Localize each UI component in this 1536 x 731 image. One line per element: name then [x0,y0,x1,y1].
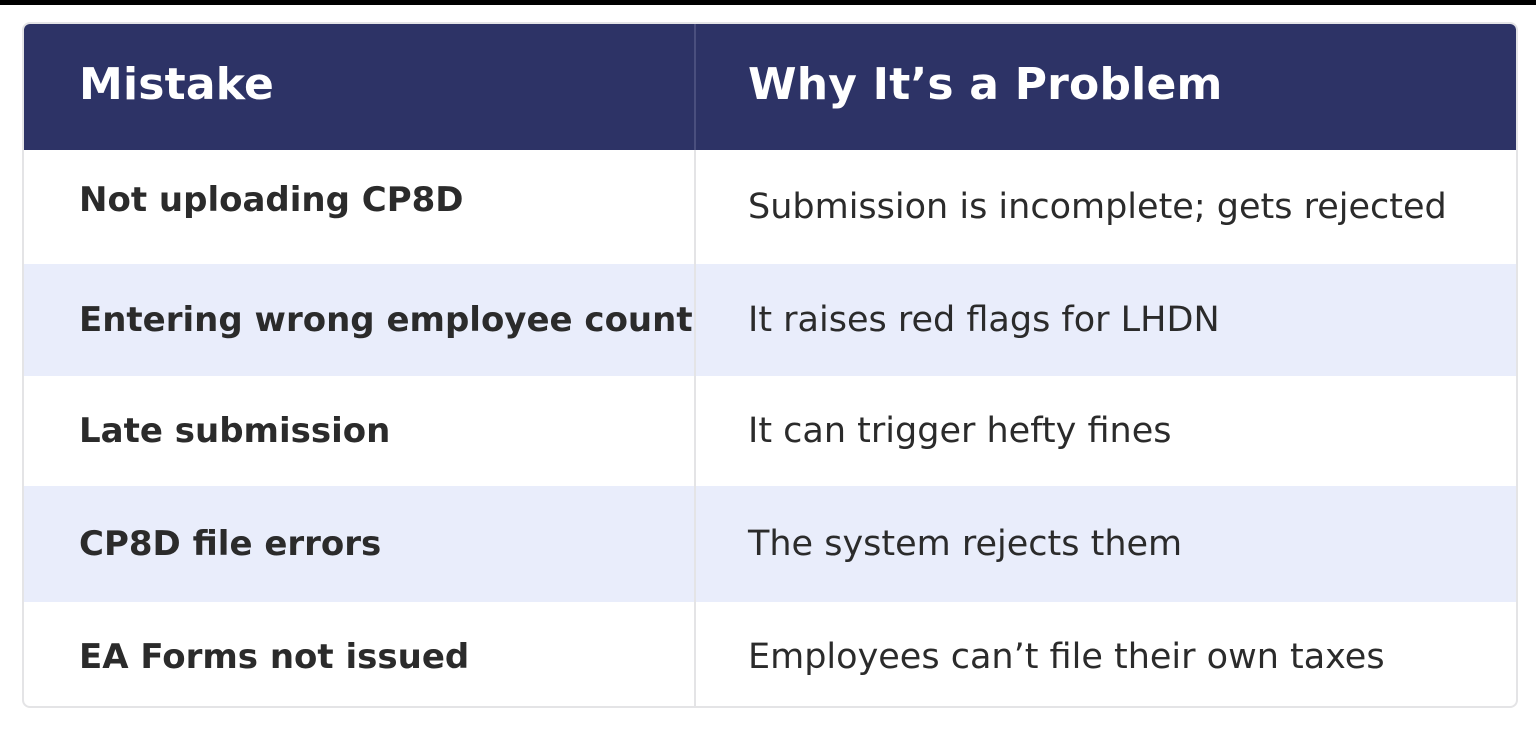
header-label-mistake: Mistake [79,58,275,110]
mistake-text: Not uploading CP8D [79,180,464,220]
table-header-row: Mistake Why It’s a Problem [24,24,1516,150]
problem-text: The system rejects them [748,524,1183,564]
problem-cell: The system rejects them [694,486,1516,602]
mistake-cell: Not uploading CP8D [24,150,694,264]
mistake-cell: Entering wrong employee count [24,264,694,376]
mistake-text: Entering wrong employee count [79,300,693,340]
table-row: Late submission It can trigger hefty fin… [24,376,1516,486]
problem-cell: Submission is incomplete; gets rejected [694,150,1516,264]
table-row: EA Forms not issued Employees can’t file… [24,602,1516,706]
mistake-text: EA Forms not issued [79,637,470,677]
problem-text: It raises red flags for LHDN [748,300,1220,340]
mistake-cell: EA Forms not issued [24,602,694,706]
table-row: CP8D file errors The system rejects them [24,486,1516,602]
problem-cell: It can trigger hefty fines [694,376,1516,486]
top-black-bar [0,0,1536,5]
mistake-cell: Late submission [24,376,694,486]
table-row: Entering wrong employee count It raises … [24,264,1516,376]
header-cell-mistake: Mistake [24,24,694,150]
mistake-cell: CP8D file errors [24,486,694,602]
mistake-text: Late submission [79,411,391,451]
table-row: Not uploading CP8D Submission is incompl… [24,150,1516,264]
header-cell-problem: Why It’s a Problem [694,24,1516,150]
header-label-problem: Why It’s a Problem [748,58,1223,110]
problem-cell: Employees can’t file their own taxes [694,602,1516,706]
problem-text: It can trigger hefty fines [748,411,1172,451]
problem-text: Employees can’t file their own taxes [748,637,1385,677]
mistakes-table: Mistake Why It’s a Problem Not uploading… [22,22,1518,708]
problem-cell: It raises red flags for LHDN [694,264,1516,376]
mistake-text: CP8D file errors [79,524,382,564]
problem-text: Submission is incomplete; gets rejected [748,187,1447,227]
